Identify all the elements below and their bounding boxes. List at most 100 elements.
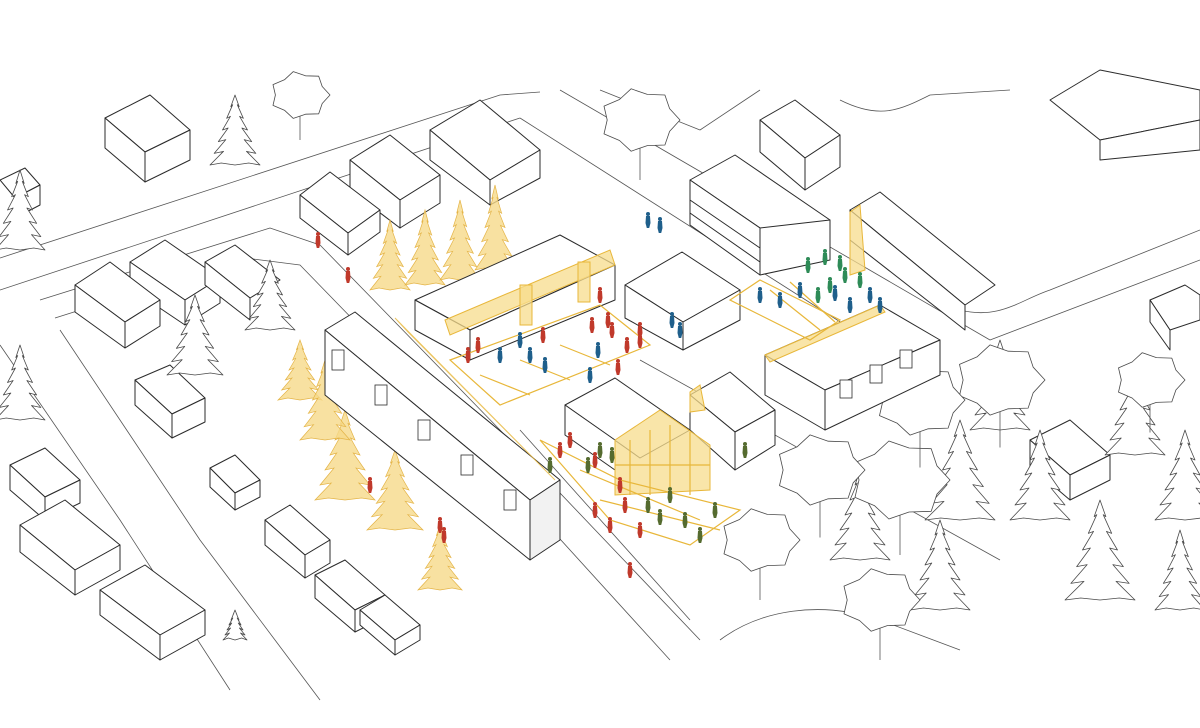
- conifer-tree-icon: [222, 609, 248, 641]
- person-figure: [345, 267, 351, 283]
- project-buildings: [324, 154, 996, 561]
- person-figure: [667, 487, 673, 503]
- highlighted-trees: [276, 184, 516, 591]
- person-figure: [827, 277, 833, 293]
- conifer-tree-icon: [909, 519, 971, 611]
- deciduous-tree-icon: [1118, 352, 1186, 408]
- east-row-houses: [849, 191, 996, 331]
- person-figure: [547, 457, 553, 473]
- person-figure: [607, 517, 613, 533]
- context-house: [264, 504, 331, 579]
- central-pavilion: [624, 251, 741, 351]
- yellow-conifer-tree-icon: [417, 523, 463, 591]
- person-figure: [815, 287, 821, 303]
- context-house: [349, 134, 441, 229]
- person-figure: [822, 249, 828, 265]
- yellow-conifer-tree-icon: [276, 338, 324, 401]
- person-figure: [587, 367, 593, 383]
- person-figure: [567, 432, 573, 448]
- person-figure: [657, 217, 663, 233]
- context-house: [299, 171, 381, 256]
- person-figure: [637, 322, 643, 338]
- person-figure: [540, 327, 546, 343]
- person-figure: [837, 255, 843, 271]
- yellow-conifer-tree-icon: [404, 208, 446, 286]
- west-row-windows: [331, 349, 517, 511]
- person-figure: [645, 497, 651, 513]
- context-house: [134, 364, 206, 439]
- street-edge-north-1: [0, 91, 541, 259]
- person-figure: [517, 332, 523, 348]
- conifer-tree-icon: [0, 169, 46, 251]
- conifer-tree-icon: [1009, 429, 1071, 521]
- north-courtyard-building: [414, 234, 616, 361]
- northeast-slab-building: [689, 154, 831, 276]
- deciduous-tree-icon: [723, 508, 801, 572]
- street-edge-far-west: [59, 329, 321, 701]
- deciduous-tree-icon: [779, 434, 866, 506]
- conifer-tree-icon: [829, 469, 891, 561]
- context-house: [429, 99, 541, 206]
- street-curve-south: [719, 609, 961, 651]
- person-figure: [615, 359, 621, 375]
- deciduous-tree-icon: [603, 88, 681, 152]
- person-figure: [657, 509, 663, 525]
- person-figure: [609, 322, 615, 338]
- context-house: [74, 261, 161, 349]
- context-house: [209, 454, 261, 511]
- person-figure: [805, 257, 811, 273]
- person-figure: [585, 457, 591, 473]
- person-figure: [757, 287, 763, 303]
- conifer-tree-icon: [166, 294, 224, 376]
- person-figure: [315, 232, 321, 248]
- person-figure: [589, 317, 595, 333]
- context-house: [359, 594, 421, 656]
- person-figure: [527, 347, 533, 363]
- person-figure: [712, 502, 718, 518]
- person-figure: [624, 337, 630, 353]
- person-figure: [742, 442, 748, 458]
- person-figure: [627, 562, 633, 578]
- person-figure: [595, 342, 601, 358]
- people-figures: [315, 212, 883, 578]
- conifer-tree-icon: [1064, 499, 1136, 601]
- person-figure: [475, 337, 481, 353]
- person-figure: [367, 477, 373, 493]
- person-figure: [777, 292, 783, 308]
- person-figure: [637, 522, 643, 538]
- person-figure: [605, 312, 611, 328]
- conifer-tree-icon: [1154, 529, 1200, 611]
- conifer-tree-icon: [1154, 429, 1200, 521]
- person-figure: [797, 282, 803, 298]
- person-figure: [842, 267, 848, 283]
- context-house: [204, 244, 281, 321]
- west-row-houses: [324, 311, 561, 561]
- context-house: [1149, 284, 1200, 351]
- conifer-tree-icon: [0, 344, 46, 421]
- context-house: [19, 499, 121, 596]
- person-figure: [557, 442, 563, 458]
- context-trees: [0, 71, 1200, 660]
- southeast-row-houses: [764, 304, 941, 431]
- person-figure: [677, 322, 683, 338]
- person-figure: [437, 517, 443, 533]
- person-figure: [441, 527, 447, 543]
- person-figure: [682, 512, 688, 528]
- courtyard-markings: [448, 279, 842, 546]
- person-figure: [645, 212, 651, 228]
- conifer-tree-icon: [244, 259, 296, 331]
- person-figure: [609, 447, 615, 463]
- yellow-conifer-tree-icon: [366, 448, 424, 531]
- context-house: [99, 564, 206, 661]
- person-figure: [617, 477, 623, 493]
- person-figure: [622, 497, 628, 513]
- person-figure: [542, 357, 548, 373]
- yellow-conifer-tree-icon: [439, 199, 481, 281]
- conifer-tree-icon: [209, 94, 261, 166]
- south-hall-building: [564, 377, 711, 496]
- context-buildings: [0, 69, 1200, 661]
- person-figure: [867, 287, 873, 303]
- yellow-conifer-tree-icon: [314, 408, 376, 501]
